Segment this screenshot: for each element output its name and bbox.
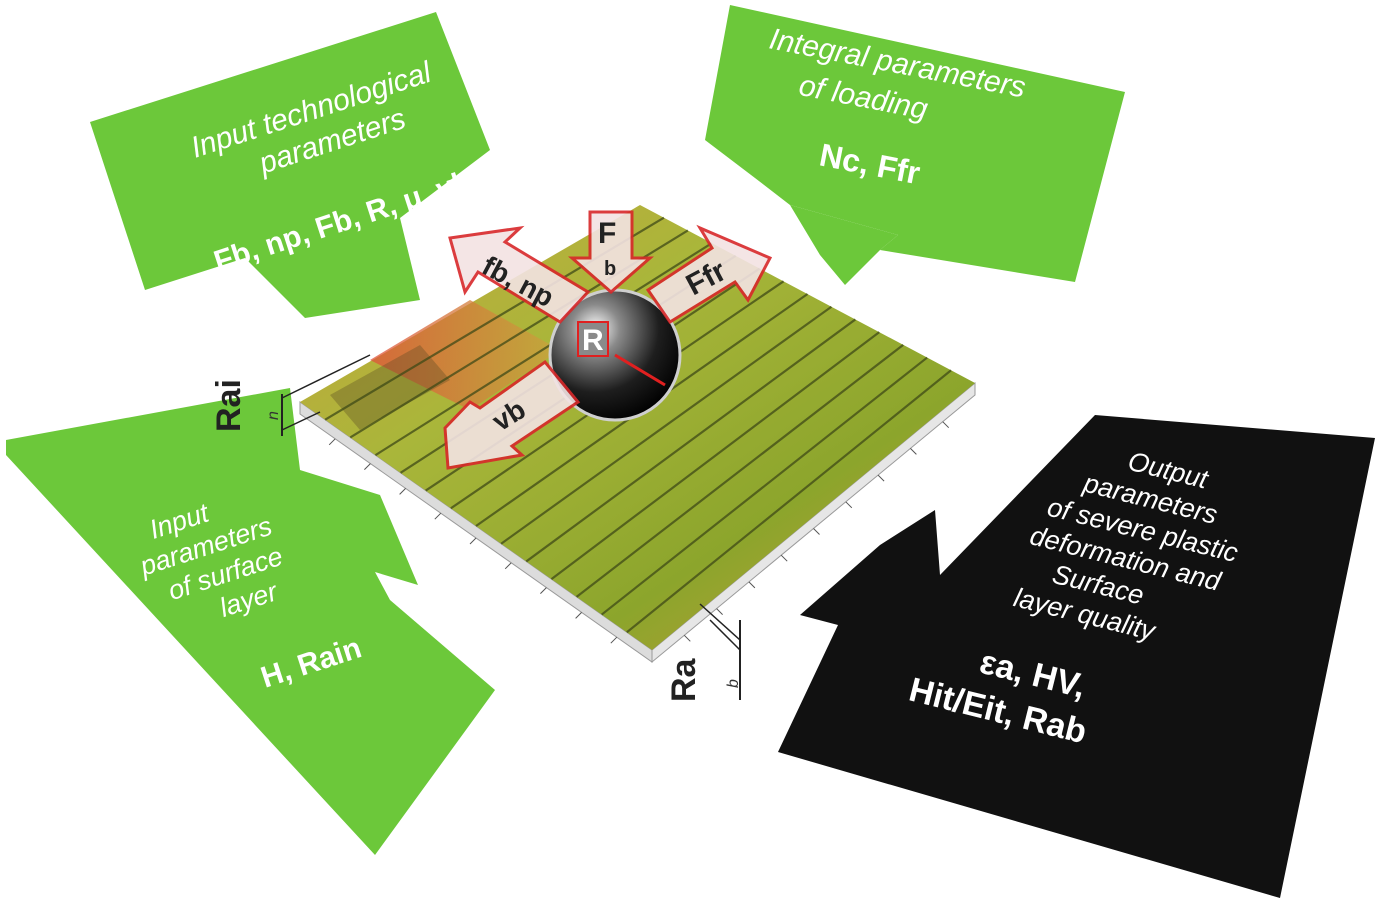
groove-line <box>525 318 857 563</box>
force-arrow-top-label: F <box>598 217 616 250</box>
initial-roughness-marker: Rai n <box>210 354 371 436</box>
axis-tick <box>540 587 547 594</box>
force-arrow-top-sub: b <box>604 258 616 280</box>
groove-line <box>626 369 952 634</box>
axis-tick <box>469 537 477 545</box>
axis-tick <box>683 634 691 642</box>
surface-layer-box: Input parameters of surface layer H, Rai… <box>6 388 495 855</box>
axis-tick <box>328 438 336 446</box>
surface-ridge <box>370 300 560 410</box>
svg-text:Output parameters: Output parameters of severe plastic defo… <box>1011 427 1264 663</box>
groove-line <box>601 356 928 616</box>
axis-tick <box>748 581 756 589</box>
input-technological-box: Input technological parameters Fb, np, F… <box>90 12 490 318</box>
final-roughness-label: Ra <box>665 657 703 702</box>
integral-parameters-box: Integral parameters of loading Nc, Ffr <box>705 5 1125 285</box>
initial-roughness-label: Rai <box>210 379 248 432</box>
groove-line <box>500 305 833 545</box>
ball-tool: R <box>548 288 682 422</box>
radius-line <box>614 353 666 387</box>
final-roughness-sub: b <box>725 679 742 688</box>
velocity-arrow: vb <box>443 359 581 470</box>
axis-tick <box>716 608 723 615</box>
axis-tick <box>877 474 885 482</box>
output-parameters-box: Output parameters of severe plastic defo… <box>778 415 1375 898</box>
axis-tick <box>434 512 442 520</box>
axis-tick <box>942 421 950 429</box>
axis-ticks <box>328 421 950 644</box>
force-arrow-top: F b <box>567 210 655 294</box>
axis-tick <box>813 528 820 535</box>
initial-roughness-sub: n <box>265 411 282 420</box>
axis-tick <box>575 612 582 619</box>
axis-tick <box>504 562 512 570</box>
final-roughness-marker: Ra b <box>665 603 742 702</box>
axis-tick <box>780 554 788 562</box>
radius-label: R <box>582 324 604 357</box>
axis-tick <box>399 488 406 495</box>
axis-tick <box>845 501 853 509</box>
groove-line <box>575 343 904 598</box>
groove-line <box>550 331 880 581</box>
radius-label-bg <box>577 321 609 357</box>
axis-tick <box>364 463 371 470</box>
axis-tick <box>610 636 618 644</box>
groove-line <box>374 242 713 457</box>
surface-groove <box>330 345 450 430</box>
axis-tick <box>910 448 917 455</box>
